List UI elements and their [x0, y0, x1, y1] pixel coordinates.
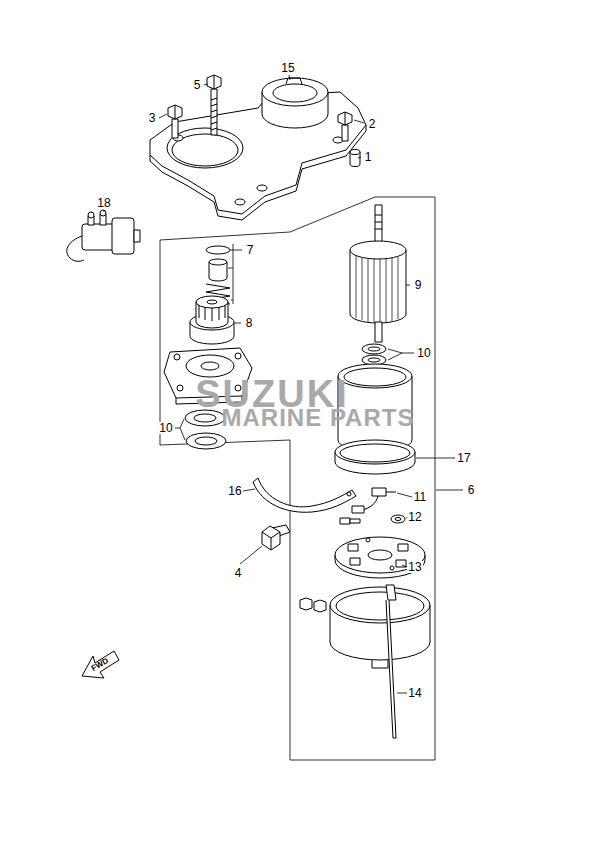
forward-arrow [82, 651, 119, 678]
screw [340, 518, 360, 524]
callout-number: 10 [158, 422, 173, 434]
washer [185, 410, 226, 449]
pinion-gear [190, 296, 234, 344]
callout-number: 4 [234, 567, 243, 579]
callout-number: 3 [148, 112, 157, 124]
end-cap [330, 587, 430, 668]
callout-number: 9 [414, 279, 423, 291]
leader-lines [104, 75, 463, 693]
dowel-pin [350, 150, 360, 167]
callout-number: 15 [280, 62, 295, 74]
callout-number: 18 [96, 197, 111, 209]
bushing [391, 515, 405, 523]
pinion-stop-set [206, 246, 230, 304]
brush-holder [335, 537, 425, 578]
callout-number: 12 [407, 511, 422, 523]
assembly-outline [160, 197, 435, 760]
watermark: MARINE PARTS [221, 406, 416, 430]
screw [262, 525, 290, 550]
armature [350, 205, 406, 342]
callout-number: 8 [245, 317, 254, 329]
nut [300, 598, 326, 612]
callout-number: 2 [368, 118, 377, 130]
clamp-strap [253, 478, 356, 512]
through-bolt [386, 585, 396, 738]
callout-number: 10 [416, 347, 431, 359]
solenoid-switch [67, 210, 140, 261]
starter-bracket [150, 78, 366, 220]
callout-number: 7 [246, 244, 255, 256]
callout-number: 11 [413, 491, 427, 503]
callout-number: 5 [193, 79, 202, 91]
callout-number: 17 [456, 452, 471, 464]
seal-ring [335, 440, 415, 474]
callout-number: 1 [364, 151, 373, 163]
forward-label: FWD [89, 656, 111, 673]
callout-number: 13 [407, 561, 422, 573]
callout-number: 6 [467, 484, 476, 496]
callout-number: 16 [227, 485, 242, 497]
bolt [168, 75, 352, 141]
callout-number: 14 [407, 687, 422, 699]
washer [362, 344, 386, 365]
brush-lead [352, 488, 396, 513]
